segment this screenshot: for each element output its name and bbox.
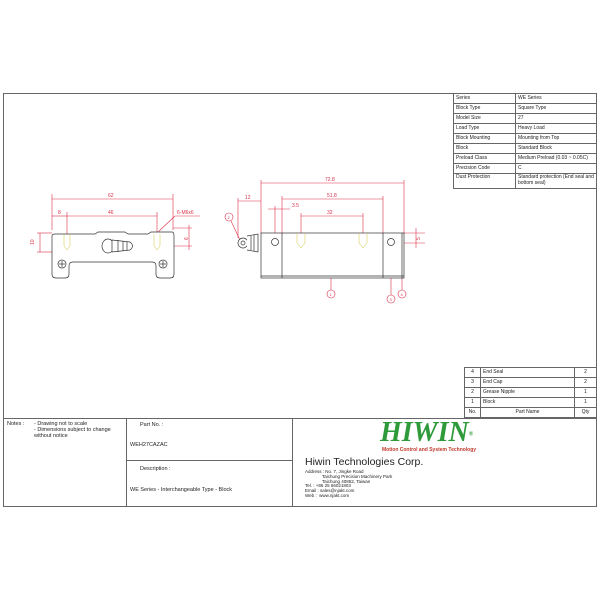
svg-text:10: 10 (30, 239, 36, 245)
svg-text:51.8: 51.8 (327, 193, 337, 199)
side-view-block (237, 232, 405, 279)
svg-text:5: 5 (416, 237, 422, 240)
dim-62: 62 (108, 193, 114, 199)
title-block-divider (3, 418, 597, 419)
front-view-block (51, 231, 175, 279)
note-1: - Drawing not to scale (34, 421, 88, 427)
part-name: Block (480, 397, 575, 408)
part-no: 2 (464, 387, 481, 398)
svg-text:6-M6x6: 6-M6x6 (177, 210, 194, 216)
svg-text:4: 4 (401, 292, 404, 297)
divider (292, 418, 293, 507)
email: Email : sales@njakt.com (305, 488, 355, 494)
front-hidden-holes (63, 234, 161, 251)
front-dim-labels: 62 8 46 6-M6x6 10 6 (30, 193, 194, 245)
company-name: Hiwin Technologies Corp. (305, 456, 424, 468)
svg-text:46: 46 (108, 210, 114, 216)
part-qty: 2 (574, 367, 597, 378)
svg-text:12: 12 (245, 195, 251, 201)
part-qty: 2 (574, 377, 597, 388)
svg-text:8: 8 (58, 210, 61, 216)
part-name: End Cap (480, 377, 575, 388)
description-label: Description : (140, 466, 171, 472)
svg-text:3: 3 (390, 297, 393, 302)
logo-text: HIWIN (380, 417, 469, 448)
phone: Tel. : +86 25 66021803 (305, 483, 351, 489)
side-dimensions (224, 180, 425, 304)
dim-72-8: 72.8 (325, 177, 335, 183)
address-line: Taichung Precision Machinery Park (322, 473, 393, 479)
svg-text:6: 6 (184, 237, 190, 240)
svg-text:3.5: 3.5 (292, 203, 299, 209)
divider (126, 460, 292, 461)
header-no: No. (464, 407, 481, 418)
svg-text:1: 1 (330, 292, 333, 297)
side-hidden-holes (296, 233, 368, 249)
description-value: WE Series - Interchangeable Type - Block (130, 487, 233, 493)
part-no-value: WEH27CAZAC (130, 442, 168, 448)
note-2: - Dimensions subject to change (34, 427, 111, 433)
notes-label: Notes : (7, 421, 25, 427)
header-part-name: Part Name (480, 407, 575, 418)
website: Web : www.njakt.com (305, 492, 350, 498)
registered-icon: ® (468, 431, 474, 438)
address-line: Address : No. 7, Jingke Road (305, 469, 364, 474)
svg-text:32: 32 (327, 210, 333, 216)
address-line: Taichung 40852, Taiwan (322, 478, 371, 484)
part-name: Grease Nipple (480, 387, 575, 398)
spec-value: Standard protection (End seal and bottom… (515, 173, 597, 189)
hiwin-logo: HIWIN® (380, 418, 473, 450)
drawing-frame (3, 93, 597, 507)
part-name: End Seal (480, 367, 575, 378)
note-3: without notice (34, 433, 68, 439)
side-dim-labels: 72.8 51.8 12 3.5 32 5 1 3 4 2 (228, 177, 423, 302)
part-qty: 1 (574, 387, 597, 398)
part-no: 1 (464, 397, 481, 408)
svg-text:2: 2 (228, 215, 231, 220)
part-qty: 1 (574, 397, 597, 408)
part-no: 3 (464, 377, 481, 388)
divider (126, 418, 127, 507)
logo-tagline: Motion Control and System Technology (382, 447, 477, 453)
header-qty: Qty (574, 407, 597, 418)
part-no: 4 (464, 367, 481, 378)
part-no-label: Part No. : (140, 422, 164, 428)
